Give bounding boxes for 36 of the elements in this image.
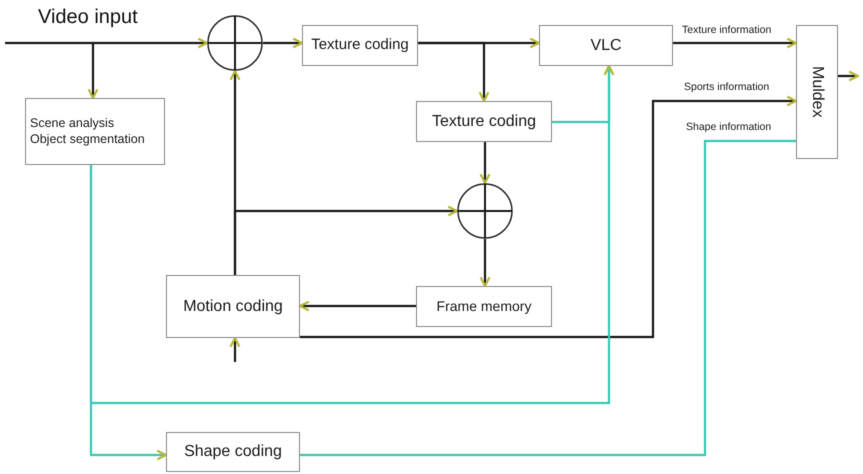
box-label: Texture coding — [432, 112, 536, 132]
process-box — [416, 101, 552, 142]
edge-label: Shape information — [685, 121, 772, 133]
process-box — [25, 98, 165, 165]
process-box — [166, 275, 300, 338]
arrow — [673, 38, 798, 48]
process-box — [416, 286, 552, 327]
process-box — [539, 25, 673, 66]
box-label: Frame memory — [436, 298, 532, 316]
connector-line — [300, 140, 796, 456]
arrow — [230, 336, 240, 362]
arrow — [298, 300, 416, 312]
arrow — [838, 70, 860, 82]
box-label: Muldex — [808, 66, 827, 118]
arrow — [552, 64, 614, 124]
edge-label: Texture information — [681, 24, 772, 36]
box-label: Object segmentation — [30, 132, 145, 148]
box-label: Texture coding — [311, 36, 409, 55]
process-box — [796, 25, 838, 159]
arrow — [263, 38, 304, 48]
arrow — [88, 43, 98, 100]
process-box — [166, 432, 300, 472]
arrow — [480, 142, 490, 184]
process-box — [302, 25, 418, 66]
arrow — [234, 206, 458, 275]
box-label: Motion coding — [183, 296, 283, 316]
box-label: VLC — [590, 36, 622, 56]
arrow — [300, 96, 798, 338]
box-label: Shape coding — [184, 442, 282, 462]
arrow — [480, 239, 490, 288]
edge-label: Sports information — [683, 81, 770, 93]
arrow — [418, 42, 490, 102]
input-label: Video input — [38, 6, 138, 29]
arrow — [90, 165, 168, 460]
arrow — [5, 38, 208, 48]
box-label: Scene analysis — [30, 116, 114, 132]
